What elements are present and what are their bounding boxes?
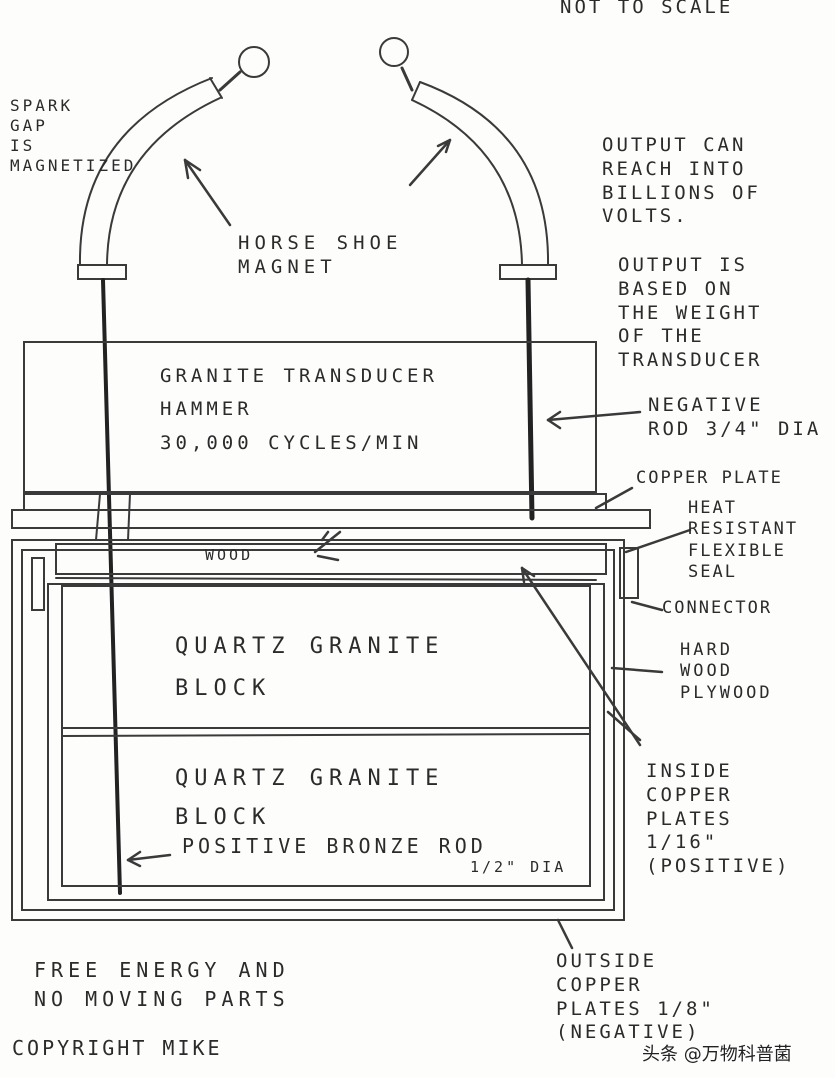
positive-rod-label: POSITIVE BRONZE ROD: [182, 834, 487, 858]
inner-plates: [47, 583, 605, 901]
outside-plates-label: OUTSIDE COPPER PLATES 1/8" (NEGATIVE): [556, 950, 715, 1044]
wood-label: WOOD: [205, 546, 254, 564]
free-energy-label: FREE ENERGY AND NO MOVING PARTS: [34, 958, 290, 1011]
horseshoe-left-arm: [77, 46, 270, 280]
negative-rod: [525, 277, 535, 521]
wood-layer: [55, 543, 607, 575]
granite-hammer-label: GRANITE TRANSDUCER HAMMER 30,000 CYCLES/…: [160, 365, 438, 454]
negative-rod-label: NEGATIVE ROD 3/4" DIA: [648, 394, 822, 440]
outer-box: [11, 539, 625, 921]
spark-gap-label: SPARK GAP IS MAGNETIZED: [10, 96, 137, 175]
inside-plates-label: INSIDE COPPER PLATES 1/16" (POSITIVE): [646, 760, 791, 877]
block-bottom-label: QUARTZ GRANITE BLOCK: [175, 766, 445, 830]
connector-label: CONNECTOR: [662, 598, 773, 618]
hardwood-plywood-label: HARD WOOD PLYWOOD: [680, 640, 773, 703]
output-reach-label: OUTPUT CAN REACH INTO BILLIONS OF VOLTS.: [602, 134, 761, 228]
output-based-label: OUTPUT IS BASED ON THE WEIGHT OF THE TRA…: [618, 254, 763, 371]
horse-shoe-magnet-label: HORSE SHOE MAGNET: [238, 232, 403, 278]
arrows: [126, 138, 692, 950]
block-top-label: QUARTZ GRANITE BLOCK: [175, 634, 445, 701]
half-inch-dia-label: 1/2" DIA: [470, 858, 567, 876]
copper-plate-label: COPPER PLATE: [636, 468, 783, 488]
horseshoe-right-arm: [379, 37, 557, 280]
copyright-label: COPYRIGHT MIKE: [12, 1036, 223, 1060]
watermark: 头条 @万物科普菌: [642, 1044, 792, 1065]
not-to-scale-label: NOT TO SCALE: [560, 0, 734, 18]
heat-seal-label: HEAT RESISTANT FLEXIBLE SEAL: [688, 498, 799, 582]
